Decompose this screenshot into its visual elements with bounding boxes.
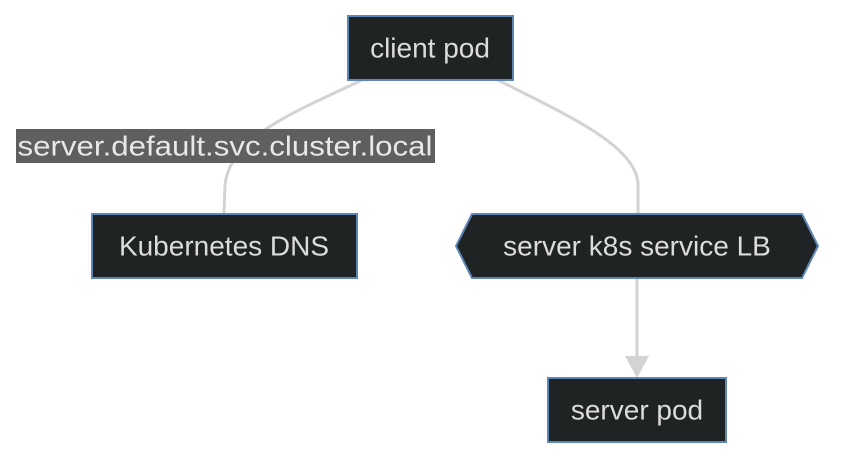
edge-client-to-lb <box>497 78 640 213</box>
node-server-pod[interactable]: server pod <box>547 377 727 443</box>
node-client-pod-label: client pod <box>370 33 490 64</box>
node-kubernetes-dns-box <box>91 213 358 279</box>
node-client-pod-box <box>347 15 514 81</box>
node-server-service-lb[interactable]: server k8s service LB <box>454 213 820 279</box>
node-server-service-lb-hexagon <box>454 213 820 279</box>
edge-label-text: server.default.svc.cluster.local <box>18 131 433 162</box>
node-server-pod-label: server pod <box>571 395 703 426</box>
node-kubernetes-dns-label: Kubernetes DNS <box>119 231 329 262</box>
edge-client-to-dns <box>222 78 363 214</box>
arrowhead-icon <box>625 356 649 378</box>
node-client-pod[interactable]: client pod <box>347 15 514 81</box>
node-kubernetes-dns[interactable]: Kubernetes DNS <box>91 213 358 279</box>
edge-label-client-to-dns: server.default.svc.cluster.local <box>16 129 435 163</box>
node-server-service-lb-label: server k8s service LB <box>503 231 771 262</box>
edge-label-background <box>16 129 435 163</box>
node-server-pod-box <box>547 377 727 443</box>
